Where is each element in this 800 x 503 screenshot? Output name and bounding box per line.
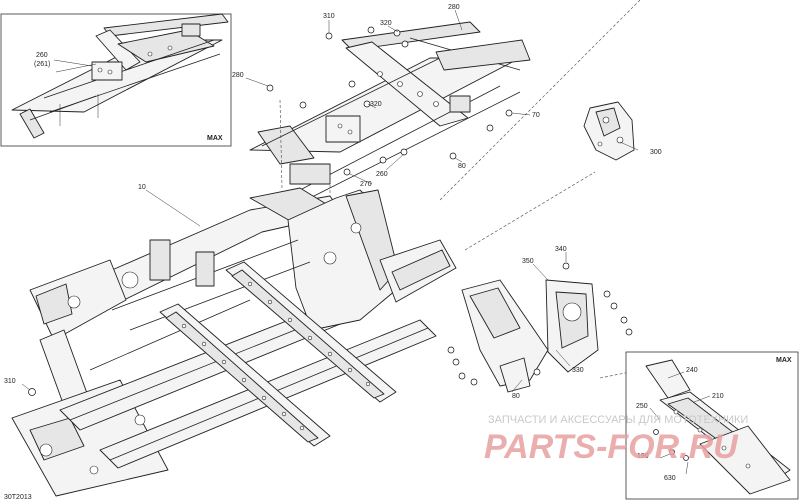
bracket-300: [583, 101, 635, 161]
label-320-mid: 320: [370, 101, 382, 108]
inset-right-label-250: 250: [636, 403, 648, 410]
explode-lines: [279, 0, 641, 379]
main-frame: [11, 187, 457, 497]
inset-right-label-240: 240: [686, 367, 698, 374]
inset-right-max: 240 210 250 190 630 MAX: [625, 351, 799, 500]
inset-right-label-210: 210: [712, 393, 724, 400]
leader-lines: [21, 9, 639, 393]
inset-left-max-tag: MAX: [207, 135, 223, 142]
label-330: 330: [572, 367, 584, 374]
label-80-top: 80: [458, 163, 466, 170]
label-70: 70: [532, 112, 540, 119]
label-80-bottom: 80: [512, 393, 520, 400]
label-280-top: 280: [448, 4, 460, 11]
label-320-top: 320: [380, 20, 392, 27]
label-270: 270: [360, 181, 372, 188]
callout-labels: 10 310 320 280 280 320 70 300 260 80 270…: [4, 4, 662, 501]
reference-code: 30T2013: [4, 494, 32, 501]
inset-right-label-630: 630: [664, 475, 676, 482]
inset-left-label-261: (261): [34, 61, 50, 68]
inset-right-max-tag: MAX: [776, 357, 792, 364]
inset-left-label-260: 260: [36, 52, 48, 59]
label-350: 350: [522, 258, 534, 265]
watermark-logo: PARTS-FOR.RU: [484, 428, 739, 466]
rear-subframe-assembly: [249, 21, 531, 199]
label-340: 340: [555, 246, 567, 253]
label-260: 260: [376, 171, 388, 178]
label-10: 10: [138, 184, 146, 191]
label-200: 200: [380, 491, 392, 498]
label-300: 300: [650, 149, 662, 156]
inset-right-label-190: 190: [637, 453, 649, 460]
watermark-tagline: ЗАПЧАСТИ И АКСЕССУАРЫ ДЛЯ МОТОТЕХНИКИ: [488, 414, 748, 426]
label-310-top: 310: [323, 13, 335, 20]
inset-left-max: 260 (261) MAX: [0, 13, 232, 147]
watermark: ЗАПЧАСТИ И АКСЕССУАРЫ ДЛЯ МОТОТЕХНИКИ PA…: [484, 414, 748, 466]
label-310-left: 310: [4, 378, 16, 385]
bracket-assembly-330: [447, 262, 633, 393]
label-280-left: 280: [232, 72, 244, 79]
